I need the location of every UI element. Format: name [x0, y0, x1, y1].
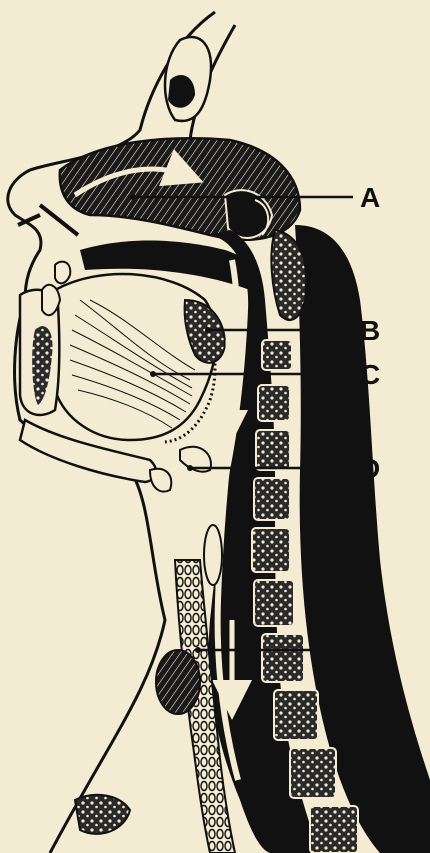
thyroid	[156, 650, 200, 714]
clavicle	[75, 795, 130, 834]
nasal-cavity	[18, 138, 300, 239]
label-d: D	[360, 453, 380, 484]
label-e: E	[360, 635, 379, 666]
tongue	[55, 274, 216, 442]
frontal-bone	[165, 37, 211, 121]
label-b: B	[360, 315, 380, 346]
label-a: A	[360, 182, 380, 213]
label-c: C	[360, 359, 380, 390]
